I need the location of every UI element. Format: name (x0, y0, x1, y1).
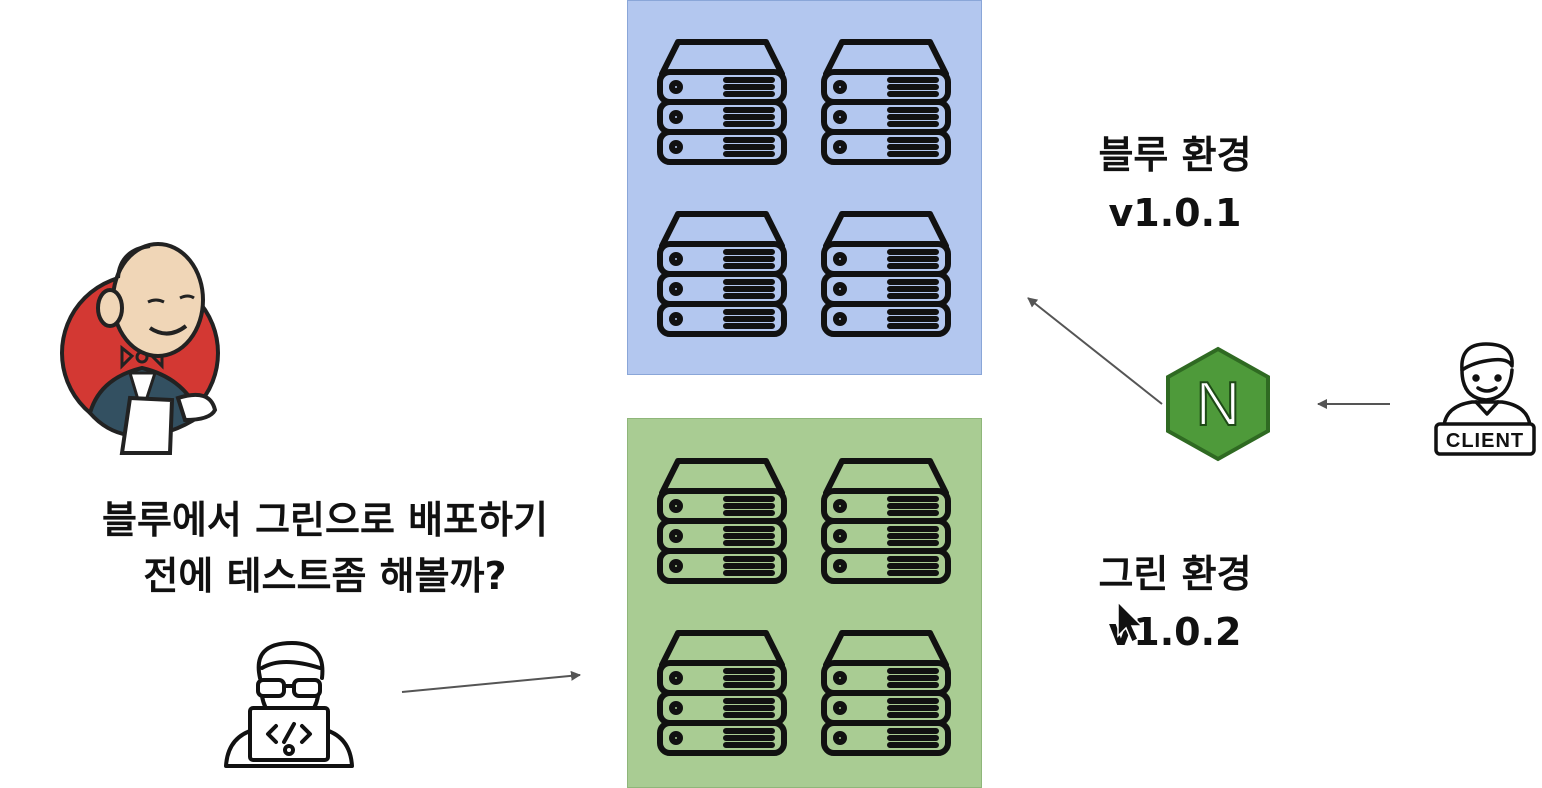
green-environment-version: v1.0.2 (1108, 610, 1242, 654)
question-line-2: 전에 테스트좀 해볼까? (143, 554, 507, 598)
blue-environment-title: 블루 환경 (1098, 133, 1252, 177)
server-rack-icon (820, 36, 952, 168)
server-rack-icon (820, 455, 952, 587)
server-rack-icon (820, 208, 952, 340)
server-rack-icon (656, 208, 788, 340)
green-environment-box (627, 418, 982, 788)
green-environment-label: 그린 환경 v1.0.2 (1075, 545, 1275, 661)
arrow-developer-to-green (401, 670, 581, 693)
server-rack-icon (656, 627, 788, 759)
server-rack-icon (820, 627, 952, 759)
question-text: 블루에서 그린으로 배포하기 전에 테스트좀 해볼까? (40, 492, 610, 604)
server-rack-icon (656, 455, 788, 587)
client-label: CLIENT (1446, 430, 1524, 452)
mouse-cursor-icon (1117, 600, 1144, 644)
green-environment-title: 그린 환경 (1098, 552, 1252, 596)
server-rack-icon (656, 36, 788, 168)
client-person-icon: CLIENT (1434, 342, 1536, 456)
arrow-nginx-to-blue (1027, 297, 1163, 405)
blue-environment-label: 블루 환경 v1.0.1 (1075, 126, 1275, 242)
nginx-icon: N (1166, 346, 1270, 462)
jenkins-logo-icon (60, 242, 220, 455)
blue-environment-version: v1.0.1 (1108, 191, 1242, 235)
developer-laptop-icon (224, 641, 354, 768)
question-line-1: 블루에서 그린으로 배포하기 (102, 498, 548, 542)
blue-environment-box (627, 0, 982, 375)
nginx-letter: N (1196, 370, 1241, 439)
